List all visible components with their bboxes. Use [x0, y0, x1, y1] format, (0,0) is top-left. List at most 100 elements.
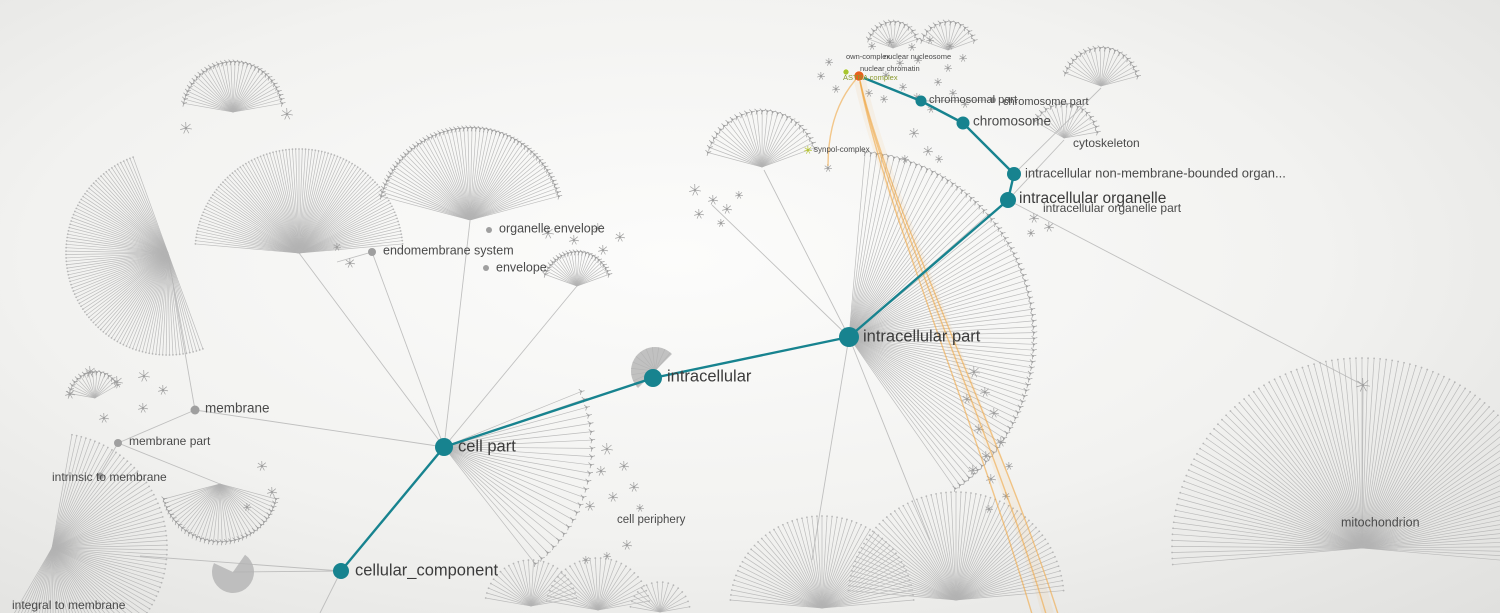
highlight-edge-teal: [920, 99, 964, 125]
graph-edge: [763, 169, 850, 338]
cluster-fan: [542, 249, 613, 287]
node-label[interactable]: nuclear chromatin: [860, 64, 920, 73]
graph-node-intracellular-non-membrane-bounded-organelle[interactable]: [1007, 167, 1021, 181]
node-label[interactable]: nuclear nucleosome: [884, 52, 951, 61]
graph-node-chromosomal-part[interactable]: [915, 95, 927, 107]
cluster-fan: [629, 581, 691, 613]
mini-node-star: [138, 369, 150, 382]
mini-node-star: [974, 423, 984, 434]
node-label[interactable]: intracellular: [667, 367, 752, 385]
node-label[interactable]: cell periphery: [617, 514, 686, 526]
cluster-wedge: [630, 346, 672, 388]
node-label[interactable]: organelle envelope: [499, 221, 605, 235]
graph-node-intracellular-organelle[interactable]: [1000, 192, 1016, 208]
graph-node-highlighted-term-green[interactable]: [842, 68, 850, 76]
node-label[interactable]: mitochondrion: [1341, 515, 1420, 529]
mini-node-star: [935, 154, 943, 163]
node-label[interactable]: intracellular organelle: [1019, 190, 1166, 207]
graph-node-selected-term-orange[interactable]: [853, 70, 865, 82]
graph-edge: [443, 285, 578, 448]
mini-node-star: [968, 464, 978, 475]
mini-node-star: [959, 53, 967, 62]
graph-edge: [371, 251, 445, 448]
node-label[interactable]: own-complex: [846, 52, 890, 61]
mini-node-star: [694, 208, 704, 219]
node-label[interactable]: chromosomal part: [929, 94, 1017, 106]
cluster-fan: [65, 156, 204, 356]
graph-node[interactable]: [483, 265, 489, 271]
graph-node-cellular-component[interactable]: [333, 563, 349, 579]
cluster-fan: [865, 19, 921, 49]
node-label[interactable]: cellular_component: [355, 561, 499, 579]
mini-node-star: [825, 57, 833, 66]
mini-node-star: [84, 365, 96, 378]
mini-node-star: [622, 539, 632, 550]
cluster-fan: [1062, 45, 1142, 87]
mini-node-star: [886, 37, 894, 46]
mini-node-star: [1356, 377, 1370, 392]
node-label[interactable]: integral to membrane: [12, 598, 126, 612]
node-label[interactable]: intracellular part: [863, 327, 981, 345]
node-label[interactable]: cytoskeleton: [1073, 136, 1140, 150]
layer-nodes: [96, 68, 1021, 579]
graph-node-intracellular[interactable]: [644, 369, 662, 387]
node-label[interactable]: cell part: [458, 437, 516, 455]
mini-node-star: [962, 393, 972, 404]
mini-node-star: [901, 154, 909, 163]
mini-node-star: [601, 442, 613, 455]
node-label[interactable]: endomembrane system: [383, 243, 514, 257]
mini-node-star: [1029, 212, 1039, 223]
cluster-fan: [1031, 101, 1101, 139]
mini-node-star: [158, 384, 168, 395]
graph-edge: [298, 252, 445, 448]
node-label[interactable]: synpol-complex: [814, 145, 870, 154]
graph-node-cell-part[interactable]: [435, 438, 453, 456]
cluster-fan: [194, 148, 404, 254]
mini-node-star: [542, 226, 554, 239]
node-label[interactable]: chromosome part: [1003, 96, 1089, 108]
mini-node-star: [1027, 228, 1035, 237]
graph-node-chromosome[interactable]: [956, 116, 970, 130]
layer-orange: [827, 74, 1059, 613]
cluster-fan: [545, 557, 651, 611]
cluster-fan: [484, 559, 578, 607]
graph-node[interactable]: [368, 248, 376, 256]
graph-node[interactable]: [114, 439, 122, 447]
mini-node-star: [986, 473, 996, 484]
mini-node-star: [980, 386, 990, 397]
layer-edges: [99, 87, 1364, 613]
graph-node[interactable]: [96, 472, 104, 480]
mini-node-star: [914, 55, 922, 64]
graph-edge: [117, 442, 221, 485]
mini-node-star: [882, 70, 890, 79]
node-label[interactable]: membrane part: [129, 434, 211, 448]
mini-node-star: [138, 402, 148, 413]
mini-node-star: [934, 77, 942, 86]
mini-node-star: [909, 127, 919, 138]
node-label[interactable]: membrane: [205, 401, 270, 416]
mini-node-star: [111, 375, 123, 388]
graph-node-intracellular-part[interactable]: [839, 327, 859, 347]
node-label[interactable]: intrinsic to membrane: [52, 470, 167, 484]
cluster-wedge: [212, 554, 255, 593]
node-label[interactable]: intracellular organelle part: [1043, 201, 1182, 215]
graph-node[interactable]: [190, 405, 200, 415]
highlight-edge-orange: [827, 75, 860, 167]
mini-node-star: [629, 481, 639, 492]
node-label[interactable]: envelope: [496, 260, 547, 274]
node-label[interactable]: ASTRA complex: [843, 73, 898, 82]
graph-edge: [117, 409, 196, 444]
graph-edge: [99, 442, 119, 475]
mini-node-star: [817, 71, 825, 80]
graph-node[interactable]: [486, 227, 492, 233]
node-label[interactable]: chromosome: [973, 114, 1051, 129]
cluster-fan: [1171, 357, 1500, 566]
graph-node[interactable]: [990, 97, 996, 103]
node-label[interactable]: intracellular non-membrane-bounded organ…: [1025, 165, 1286, 180]
cluster-fan: [919, 19, 978, 51]
mini-node-star: [257, 460, 267, 471]
mini-node-star: [243, 502, 252, 511]
cluster-fan: [378, 125, 563, 221]
